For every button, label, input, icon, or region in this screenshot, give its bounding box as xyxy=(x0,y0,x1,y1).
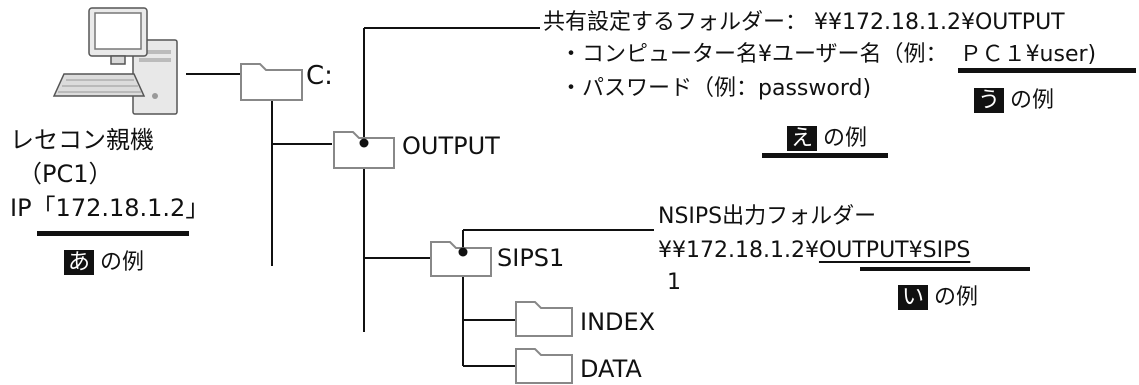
nsips-path-prefix: ¥¥172.18.1.2¥ xyxy=(658,238,819,263)
password-example: password) xyxy=(758,76,872,101)
example-u-badge: うの例 xyxy=(974,88,1055,114)
example-i-badge: いの例 xyxy=(898,285,979,311)
index-folder-label: INDEX xyxy=(580,308,656,336)
sips-underline-bar xyxy=(860,267,1030,271)
pc-ip-label: IP「172.18.1.2」 xyxy=(10,194,210,222)
output-folder-label: OUTPUT xyxy=(402,132,500,160)
data-folder-icon xyxy=(515,348,573,384)
desktop-computer-icon xyxy=(52,7,178,115)
output-leader-dot xyxy=(359,138,369,148)
ip-underline-bar xyxy=(37,231,189,236)
share-folder-title: 共有設定するフォルダー： ¥¥172.18.1.2¥OUTPUT xyxy=(543,10,1065,35)
example-e-badge: えの例 xyxy=(787,126,868,152)
nsips-path-wrap: 1 xyxy=(667,270,681,295)
nsips-folder-title: NSIPS出力フォルダー xyxy=(658,204,877,229)
example-i-mark: い xyxy=(898,285,929,311)
password-label: ・パスワード（例： xyxy=(560,76,759,101)
index-folder-icon xyxy=(515,301,573,337)
example-u-mark: う xyxy=(974,88,1005,114)
example-a-suffix: の例 xyxy=(100,250,145,275)
example-u-suffix: の例 xyxy=(1010,88,1055,113)
pc-name-label: レセコン親機 xyxy=(10,126,154,154)
sips1-leader-dot xyxy=(458,247,468,257)
share-item-computer-user: ・コンピューター名¥ユーザー名（例： ＰＣ１¥user) xyxy=(560,44,1096,66)
example-e-mark: え xyxy=(787,126,818,152)
example-e-suffix: の例 xyxy=(823,126,868,151)
sips1-folder-icon xyxy=(430,241,492,277)
pc-id-label: （PC1） xyxy=(18,160,113,188)
data-folder-label: DATA xyxy=(580,355,642,383)
example-a-badge: あの例 xyxy=(64,250,145,276)
c-folder-icon xyxy=(240,63,303,101)
pc-user-underline-bar xyxy=(958,68,1136,73)
share-item-password: ・パスワード（例：password) xyxy=(560,78,871,100)
nsips-path-underlined: OUTPUT¥SIPS xyxy=(818,238,971,263)
computer-user-label: ・コンピューター名¥ユーザー名（例： xyxy=(560,42,948,67)
computer-user-example: ＰＣ１¥user) xyxy=(959,42,1097,67)
example-i-suffix: の例 xyxy=(934,285,979,310)
c-drive-label: C: xyxy=(306,61,333,91)
password-underline-bar xyxy=(762,153,888,158)
sips1-folder-label: SIPS1 xyxy=(497,244,565,272)
example-a-mark: あ xyxy=(64,250,95,276)
output-folder-icon xyxy=(333,131,395,169)
nsips-folder-path: ¥¥172.18.1.2¥OUTPUT¥SIPS xyxy=(658,240,970,262)
